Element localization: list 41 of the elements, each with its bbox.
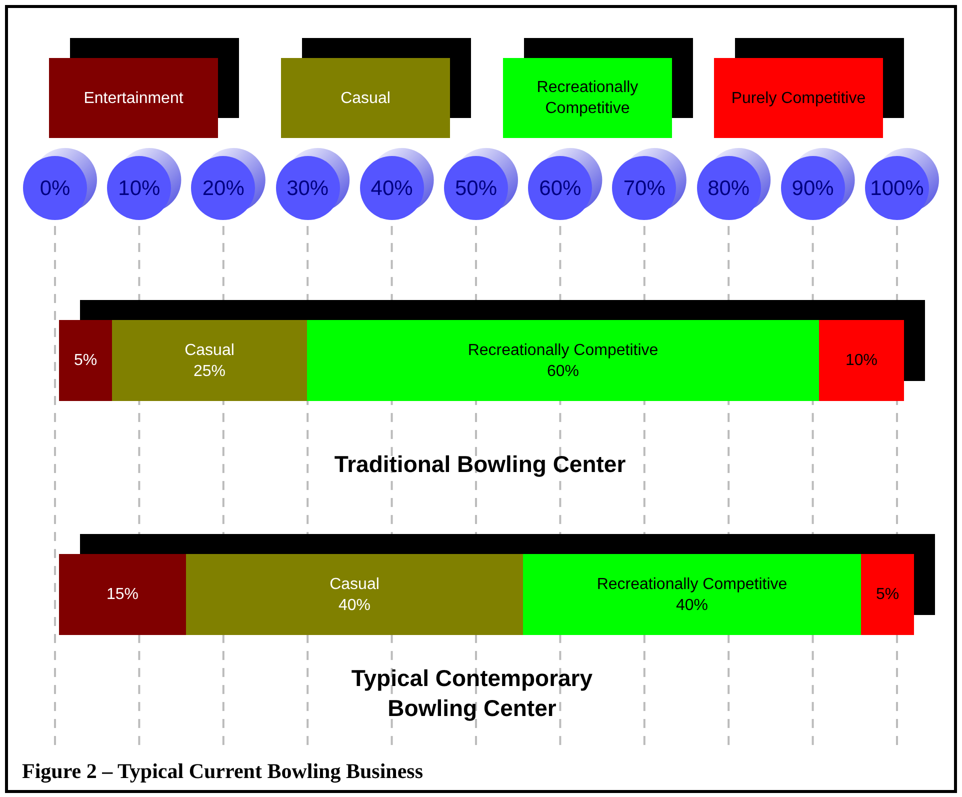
- segment-name: Recreationally Competitive: [468, 340, 658, 360]
- bar-title: Typical Contemporary Bowling Center: [350, 664, 594, 723]
- percent-label: 20%: [202, 178, 244, 198]
- category-name: Casual: [340, 88, 390, 108]
- bar-segment: [307, 320, 819, 401]
- category-name: Purely Competitive: [731, 88, 866, 108]
- bar-segment: [861, 554, 914, 635]
- category-box: [281, 58, 450, 138]
- category-box: [49, 58, 218, 138]
- percent-label: 40%: [370, 178, 413, 198]
- bar-segment: [59, 554, 186, 635]
- segment-value: 5%: [74, 351, 98, 371]
- bar-segment: [112, 320, 307, 401]
- percent-label: 10%: [118, 178, 160, 198]
- segment-value: 25%: [193, 362, 226, 382]
- category-box: [503, 58, 672, 138]
- segment-value: 5%: [876, 585, 900, 605]
- bar-segment: [59, 320, 112, 401]
- segment-value: 15%: [106, 585, 139, 605]
- percent-label: 90%: [792, 178, 834, 198]
- percent-label: 80%: [708, 178, 750, 198]
- bar-segment: [523, 554, 861, 635]
- segment-value: 60%: [546, 362, 580, 382]
- percent-label: 50%: [454, 178, 498, 198]
- bar-segment: [819, 320, 904, 401]
- bar-title: Traditional Bowling Center: [333, 450, 627, 479]
- segment-name: Casual: [184, 340, 234, 360]
- category-name: Recreationally Competitive: [536, 78, 640, 119]
- bar-segment: [186, 554, 523, 635]
- segment-value: 10%: [845, 351, 878, 371]
- percent-label: 100%: [870, 178, 924, 198]
- category-box: [714, 58, 883, 138]
- segment-name: Recreationally Competitive: [596, 574, 788, 594]
- segment-value: 40%: [338, 596, 371, 616]
- segment-name: Casual: [330, 574, 380, 594]
- percent-label: 30%: [286, 178, 329, 198]
- percent-label: 0%: [40, 178, 70, 198]
- category-name: Entertainment: [84, 88, 184, 108]
- percent-label: 60%: [539, 178, 582, 198]
- percent-label: 70%: [623, 178, 666, 198]
- segment-value: 40%: [676, 596, 708, 616]
